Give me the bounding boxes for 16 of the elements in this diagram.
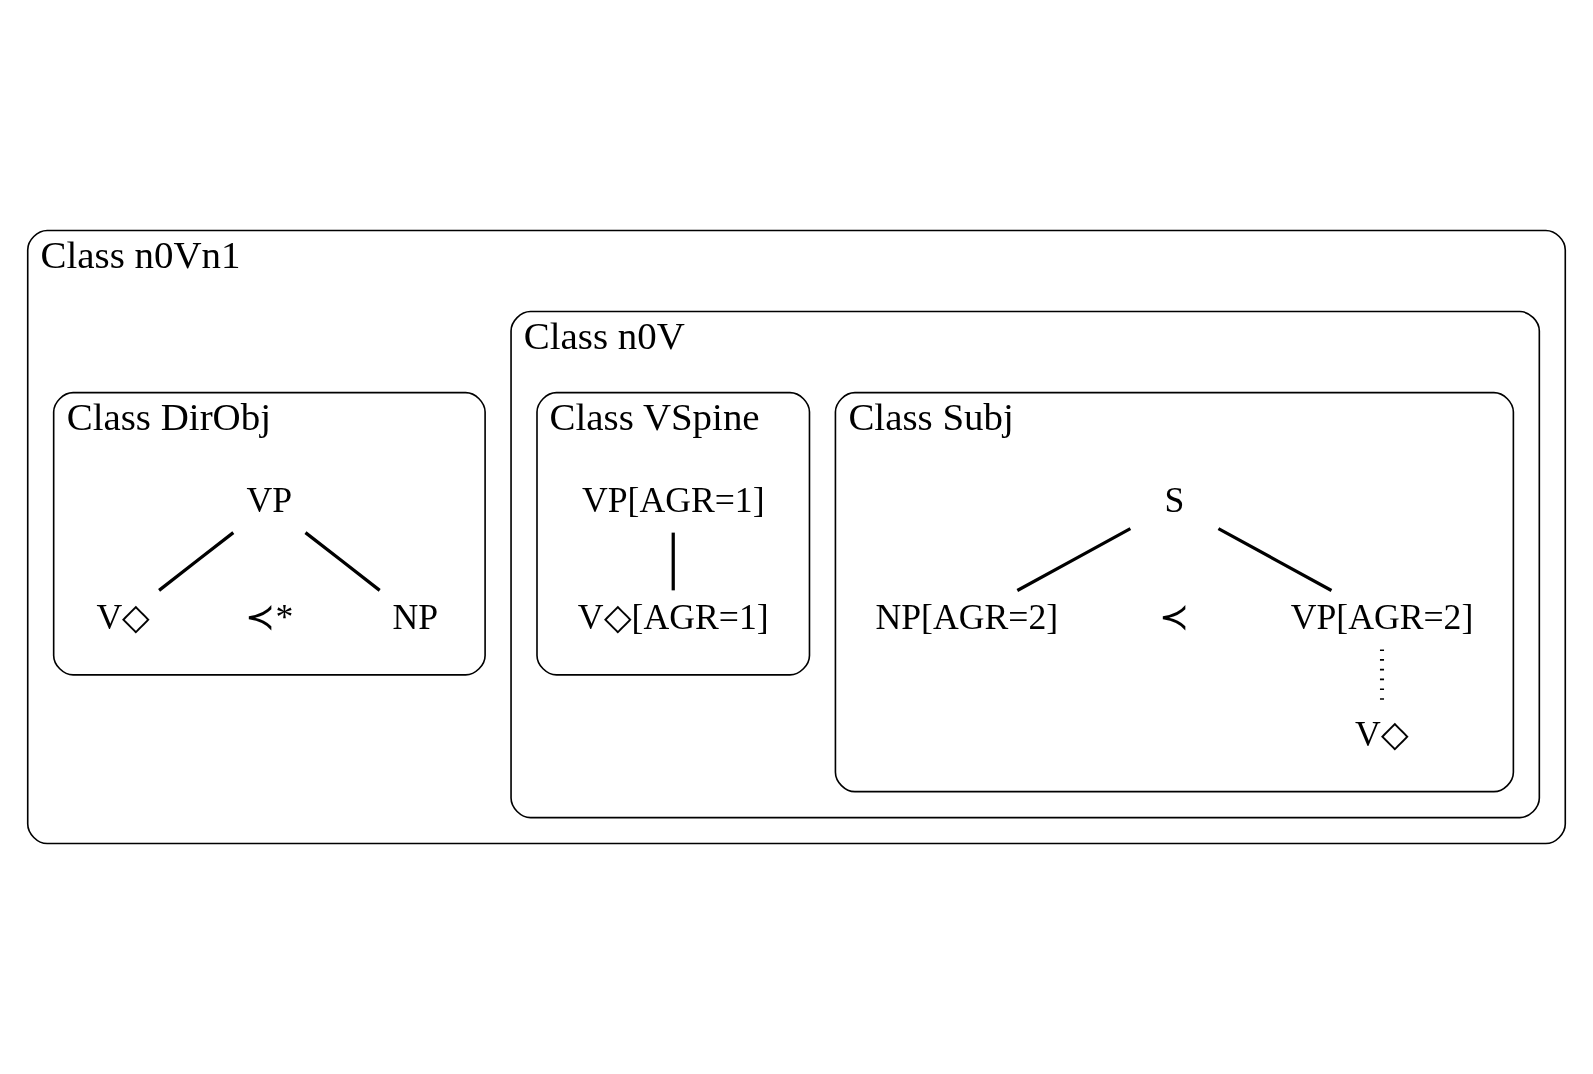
label: ≺ — [1159, 596, 1190, 637]
connector — [304, 531, 381, 592]
connector — [1016, 527, 1132, 592]
node-text: VP[AGR=1] — [581, 480, 765, 521]
node-text: VP — [246, 480, 293, 521]
node-text: V◇ — [1355, 713, 1409, 754]
connector — [1217, 527, 1333, 592]
node-text: VP[AGR=2] — [1290, 596, 1474, 637]
connector — [671, 532, 675, 591]
node-text: V◇[AGR=1] — [577, 596, 769, 637]
connector — [158, 531, 235, 592]
label: ≺* — [245, 596, 294, 637]
node-text: NP — [392, 596, 439, 637]
node-text: NP[AGR=2] — [875, 596, 1059, 637]
node-text: S — [1164, 480, 1185, 521]
node-text: V◇ — [96, 596, 151, 637]
